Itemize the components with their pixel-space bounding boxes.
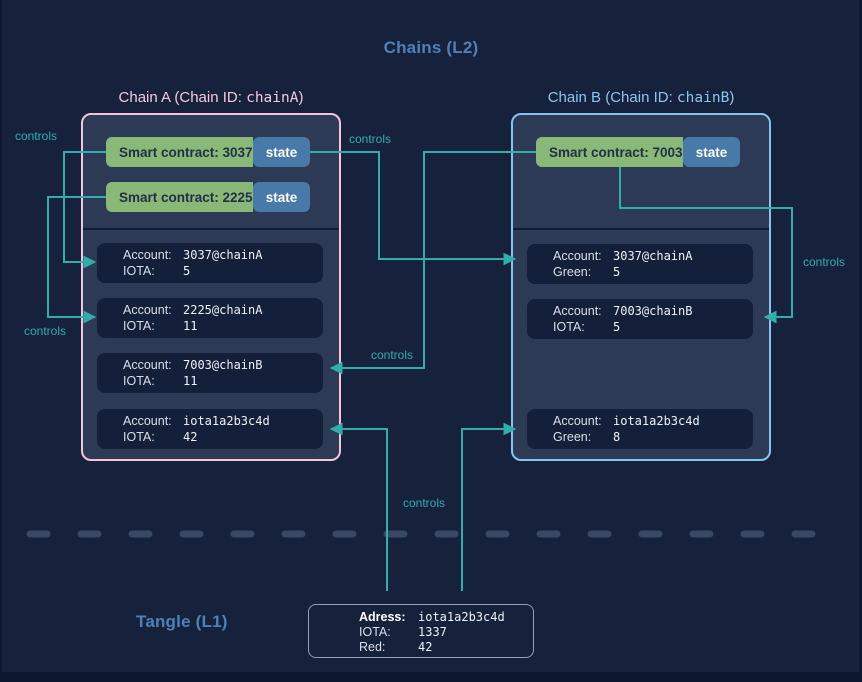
account-label: Account: xyxy=(553,304,602,318)
chain-b-box: Smart contract: 7003 state Account: 3037@… xyxy=(511,113,771,461)
chain-b-id: chainB xyxy=(676,90,730,106)
left-edge xyxy=(0,0,2,682)
chain-a-divider xyxy=(83,228,339,230)
chain-b-title-prefix: Chain B (Chain ID: xyxy=(547,89,677,106)
address-value: iota1a2b3c4d xyxy=(418,610,505,624)
token-amount: 11 xyxy=(183,374,198,388)
token-label: IOTA: xyxy=(123,430,155,444)
controls-label-bottom: controls xyxy=(403,496,446,510)
red-label: Red: xyxy=(359,639,386,654)
smart-contract-7003-label: Smart contract: 7003 xyxy=(536,137,683,167)
smart-contract-3037-label: Smart contract: 3037 xyxy=(106,137,253,167)
account-label: Account: xyxy=(123,303,172,317)
controls-label-left-bottom: controls xyxy=(24,324,67,338)
token-amount: 8 xyxy=(613,430,621,444)
controls-label-left-top: controls xyxy=(15,129,58,143)
account-label: Account: xyxy=(553,414,602,428)
chain-b-title-suffix: ) xyxy=(729,89,735,106)
controls-label-right: controls xyxy=(803,255,846,269)
account-address: 3037@chainA xyxy=(183,248,263,262)
controls-label-middle: controls xyxy=(371,348,414,362)
controls-arrow-sc7003-to-chainA-account xyxy=(329,151,536,375)
chain-a-box: Smart contract: 3037 state Smart contrac… xyxy=(81,113,341,461)
account-address: 2225@chainA xyxy=(183,303,263,317)
smart-contract-7003-state-badge: state xyxy=(683,137,740,167)
chain-a-title-prefix: Chain A (Chain ID: xyxy=(118,89,247,106)
right-edge xyxy=(859,0,862,682)
token-amount: 11 xyxy=(183,319,198,333)
iota-label: IOTA: xyxy=(359,624,391,639)
chain-b-account-7003: Account: 7003@chainB IOTA: 5 xyxy=(527,299,753,339)
chain-b-divider xyxy=(513,228,769,230)
smart-contract-2225-state-badge: state xyxy=(253,182,310,212)
chain-a-account-iota: Account: iota1a2b3c4d IOTA: 42 xyxy=(97,409,323,449)
chain-b-account-iota: Account: iota1a2b3c4d Green: 8 xyxy=(527,409,753,449)
chain-a-account-3037: Account: 3037@chainA IOTA: 5 xyxy=(97,243,323,283)
account-label: Account: xyxy=(123,248,172,262)
chain-a-title-suffix: ) xyxy=(298,89,304,106)
tangle-address-box: Adress: iota1a2b3c4d IOTA: 1337 Red: 42 xyxy=(308,604,534,658)
account-label: Account: xyxy=(123,414,172,428)
account-address: iota1a2b3c4d xyxy=(183,414,270,428)
token-amount: 5 xyxy=(613,320,621,334)
token-amount: 5 xyxy=(613,265,621,279)
address-label: Adress: xyxy=(359,610,406,624)
account-label: Account: xyxy=(123,358,172,372)
chain-a-account-2225: Account: 2225@chainA IOTA: 11 xyxy=(97,298,323,338)
controls-arrow-l1-to-chainB-account xyxy=(461,422,517,591)
chain-b-account-3037: Account: 3037@chainA Green: 5 xyxy=(527,244,753,284)
chain-a-title: Chain A (Chain ID: chainA) xyxy=(81,89,341,106)
chain-a-id: chainA xyxy=(246,90,299,106)
token-label: Green: xyxy=(553,265,592,279)
iota-value: 1337 xyxy=(418,624,447,639)
account-address: 7003@chainB xyxy=(613,304,693,318)
account-address: 3037@chainA xyxy=(613,249,693,263)
token-label: IOTA: xyxy=(123,264,155,278)
token-label: IOTA: xyxy=(123,374,155,388)
account-label: Account: xyxy=(553,249,602,263)
token-label: IOTA: xyxy=(123,319,155,333)
smart-contract-2225-label: Smart contract: 2225 xyxy=(106,182,253,212)
red-value: 42 xyxy=(418,639,433,654)
token-amount: 5 xyxy=(183,264,191,278)
chains-l2-title: Chains (L2) xyxy=(383,38,479,57)
token-label: Green: xyxy=(553,430,592,444)
token-label: IOTA: xyxy=(553,320,585,334)
account-address: iota1a2b3c4d xyxy=(613,414,700,428)
account-address: 7003@chainB xyxy=(183,358,263,372)
smart-contract-3037: Smart contract: 3037 state xyxy=(106,137,310,167)
chain-a-account-7003: Account: 7003@chainB IOTA: 11 xyxy=(97,353,323,393)
smart-contract-3037-state-badge: state xyxy=(253,137,310,167)
bottom-edge xyxy=(0,672,862,682)
tangle-l1-title: Tangle (L1) xyxy=(136,612,228,631)
smart-contract-7003: Smart contract: 7003 state xyxy=(536,137,740,167)
chain-b-title: Chain B (Chain ID: chainB) xyxy=(511,89,771,106)
smart-contract-2225: Smart contract: 2225 state xyxy=(106,182,310,212)
controls-label-middle-top: controls xyxy=(349,132,392,146)
token-amount: 42 xyxy=(183,430,198,444)
